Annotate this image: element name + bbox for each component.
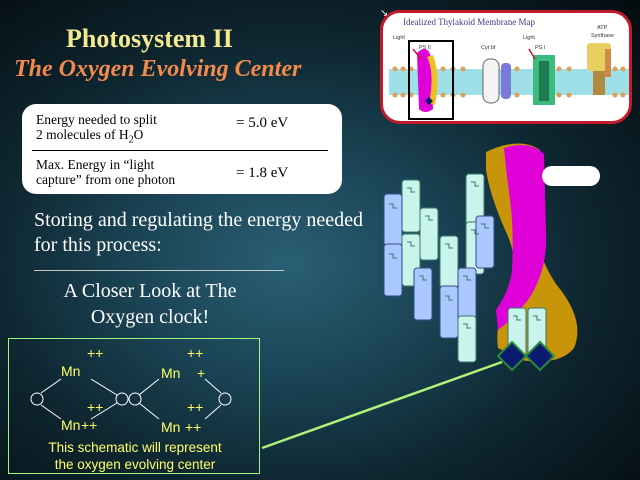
closer-look-heading: A Closer Look at The Oxygen clock! <box>20 278 280 330</box>
closer-line-2: Oxygen clock! <box>90 306 210 328</box>
schematic-caption: This schematic will represent the oxygen… <box>9 439 261 473</box>
corner-arrow-icon: ↘ <box>380 8 389 19</box>
ps2-protein <box>417 48 433 112</box>
caption-line-2: the oxygen evolving center <box>54 457 216 472</box>
mn-charge-3b: ++ <box>81 417 98 433</box>
helix <box>475 215 495 269</box>
title-line-2: The Oxygen Evolving Center <box>14 56 302 82</box>
mn-charge-4: ++ <box>187 399 204 415</box>
atp-synthase-stalk <box>593 71 605 95</box>
pointer-line <box>261 360 503 450</box>
body-divider <box>34 270 284 271</box>
map-label-cytbf: Cyt bf <box>481 45 496 51</box>
map-label-synthase: Synthase <box>591 33 614 39</box>
cytbf-protein <box>482 58 500 104</box>
caption-line-1: This schematic will represent <box>48 440 222 455</box>
oec-diamond <box>496 340 528 372</box>
energy-row-1-value: = 5.0 eV <box>236 115 289 131</box>
mn-charge-3: ++ <box>87 399 104 415</box>
mn-charge-4b: ++ <box>185 419 202 435</box>
thylakoid-map-title: Idealized Thylakoid Membrane Map <box>403 17 536 27</box>
mn-charge-1: ++ <box>87 345 104 361</box>
map-label-ps2: PS II <box>419 45 431 51</box>
title-line-1: Photosystem II <box>66 24 233 53</box>
helix <box>383 243 403 297</box>
ps2-highlight-box <box>408 40 454 120</box>
closer-line-1: A Closer Look at The <box>63 280 237 302</box>
schematic-oxygen-circles <box>30 392 232 406</box>
mn-label-4: Mn <box>161 419 181 435</box>
energy-row-2-value: = 1.8 eV <box>236 165 289 181</box>
energy-row-1-line-2: 2 molecules of H2O <box>36 127 144 146</box>
map-label-atp: ATP <box>597 25 608 31</box>
map-label-light-2: Light <box>523 35 535 41</box>
thylakoid-illustration <box>389 40 629 120</box>
mn-label-3: Mn <box>61 417 81 433</box>
oec-diamond <box>524 340 556 372</box>
energy-row-1-line-1: Energy needed to split <box>36 112 157 127</box>
helix <box>457 315 477 363</box>
helix <box>413 267 433 321</box>
energy-row-2-line-1: Max. Energy in “light <box>36 157 155 172</box>
magenta-protein-subunit <box>496 145 547 330</box>
white-capsule <box>542 166 600 186</box>
energy-table: Energy needed to split 2 molecules of H2… <box>22 104 342 194</box>
oxygen-clock-schematic: ++ Mn ++ Mn + ++ Mn ++ ++ Mn ++ This sch… <box>8 338 260 474</box>
map-label-ps1: PS I <box>535 45 546 51</box>
ps2-core <box>427 55 438 105</box>
energy-table-divider <box>32 150 328 151</box>
thylakoid-map: Idealized Thylakoid Membrane Map Light P… <box>380 10 632 124</box>
storing-text: Storing and regulating the energy needed… <box>34 209 363 256</box>
helix <box>419 207 439 261</box>
mn-label-1: Mn <box>61 363 81 379</box>
energy-row-2-line-2: capture” from one photon <box>36 172 176 187</box>
helix <box>439 285 459 339</box>
map-label-light: Light <box>393 35 405 41</box>
cytbf-subunit <box>501 63 511 99</box>
map-arrow <box>412 48 422 60</box>
mn-label-2: Mn <box>161 365 181 381</box>
helix <box>383 193 403 247</box>
mn-charge-2: ++ <box>187 345 204 361</box>
mn-plus: + <box>197 365 206 381</box>
schematic-lines <box>30 378 232 420</box>
helix-group <box>383 173 547 363</box>
